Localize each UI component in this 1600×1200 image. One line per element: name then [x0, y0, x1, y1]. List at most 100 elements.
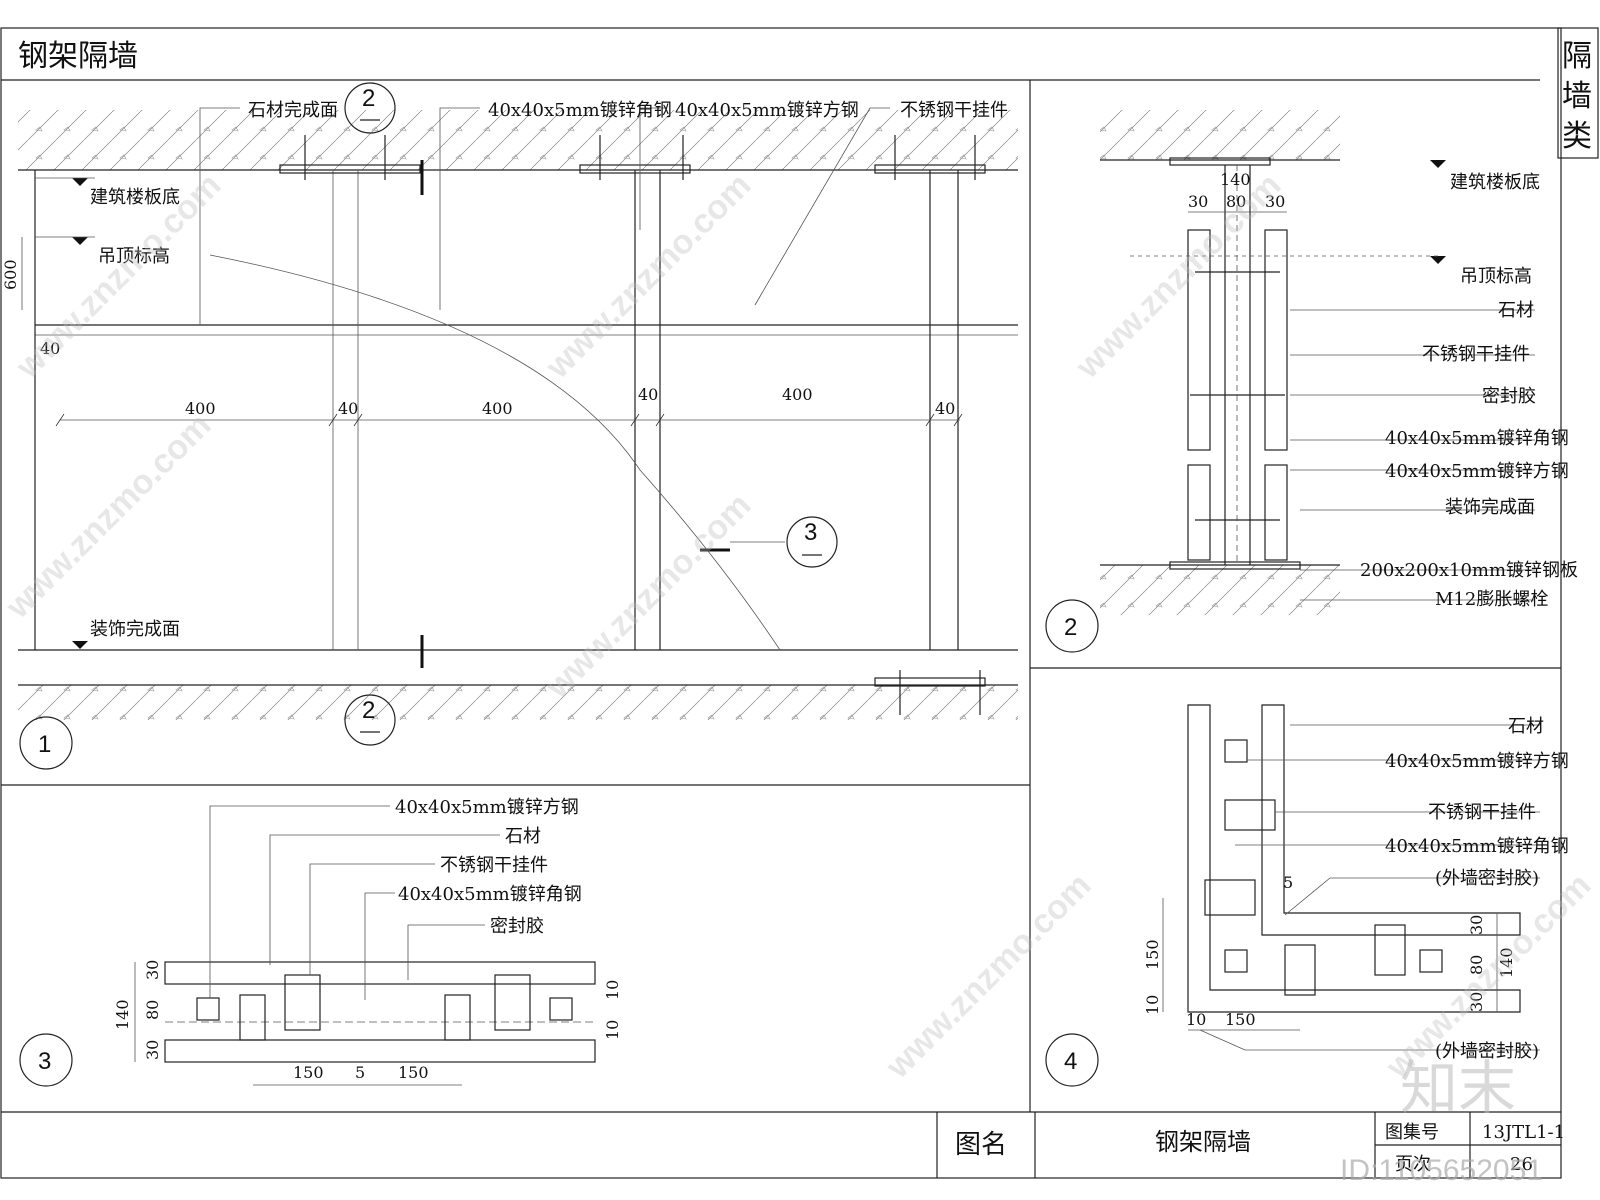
- elevation-marker-icon: [72, 178, 88, 186]
- d3-dim-150b: 150: [398, 1063, 429, 1082]
- elevation-marker-icon: [72, 237, 88, 245]
- d4-label-ss-hanger: 不锈钢干挂件: [1428, 802, 1536, 823]
- d2-label-slab-bottom: 建筑楼板底: [1450, 172, 1540, 193]
- dim-40-b: 40: [338, 399, 358, 418]
- d3-label-angle-steel: 40x40x5mm镀锌角钢: [398, 884, 582, 905]
- titleblock-page-label: 页次: [1395, 1154, 1431, 1175]
- d4-dim-30a: 30: [1467, 915, 1486, 935]
- d4-dim-30b: 30: [1467, 992, 1486, 1012]
- d3-dim-80: 80: [143, 1000, 162, 1020]
- section-marker-3: 3: [700, 516, 838, 568]
- detail-2-section: 140 30 80 30 建筑楼板底 吊顶标高 石材 不锈钢干挂件 密封胶 40…: [1045, 110, 1578, 653]
- d4-label-angle-steel: 40x40x5mm镀锌角钢: [1385, 836, 1569, 857]
- d4-dim-80: 80: [1467, 955, 1486, 975]
- d4-dim-150h: 150: [1225, 1010, 1256, 1029]
- d3-dim-30a: 30: [143, 960, 162, 980]
- detail-3-plan: 40x40x5mm镀锌方钢 石材 不锈钢干挂件 40x40x5mm镀锌角钢 密封…: [19, 797, 622, 1087]
- label-ss-hanger: 不锈钢干挂件: [900, 100, 1008, 121]
- label-square-steel: 40x40x5mm镀锌方钢: [675, 100, 859, 121]
- d2-dim-140: 140: [1220, 170, 1251, 189]
- elevation-marker-icon: [1430, 256, 1446, 264]
- detail-1-elevation: 石材完成面 40x40x5mm镀锌角钢 40x40x5mm镀锌方钢 不锈钢干挂件…: [1, 82, 1018, 770]
- svg-text:2: 2: [362, 85, 375, 112]
- category-char-2: 墙: [1562, 79, 1592, 114]
- label-angle-steel: 40x40x5mm镀锌角钢: [488, 100, 672, 121]
- d4-dim-10h: 10: [1186, 1010, 1206, 1029]
- elevation-marker-icon: [72, 641, 88, 649]
- dim-600: 600: [1, 259, 20, 290]
- label-decor-finish: 装饰完成面: [90, 619, 180, 640]
- d2-label-ss-hanger: 不锈钢干挂件: [1422, 344, 1530, 365]
- dim-400-c: 400: [782, 385, 813, 404]
- d2-dim-30a: 30: [1188, 192, 1208, 211]
- titleblock-page-value: 26: [1510, 1154, 1533, 1175]
- d3-label-square-steel: 40x40x5mm镀锌方钢: [395, 797, 579, 818]
- category-char-1: 隔: [1562, 39, 1592, 74]
- d2-label-angle-steel: 40x40x5mm镀锌角钢: [1385, 428, 1569, 449]
- d4-label-ext-sealant-1: (外墙密封胶): [1435, 868, 1539, 889]
- d3-dim-10b: 10: [603, 1020, 622, 1040]
- watermark-site: www.znzmo.com: [538, 166, 758, 386]
- d4-dim-150v: 150: [1143, 939, 1162, 970]
- section-marker-2-top: 2: [344, 82, 396, 134]
- floor-hatch: [18, 685, 1018, 720]
- dim-400-b: 400: [482, 399, 513, 418]
- d3-dim-5: 5: [355, 1063, 365, 1082]
- d3-label-stone: 石材: [505, 826, 541, 847]
- d3-dim-150a: 150: [293, 1063, 324, 1082]
- svg-text:2: 2: [1064, 614, 1077, 641]
- sheet-title: 钢架隔墙: [18, 39, 138, 74]
- elevation-marker-icon: [1430, 160, 1446, 168]
- category-tab: 隔 墙 类: [1562, 39, 1592, 154]
- d4-label-ext-sealant-2: (外墙密封胶): [1435, 1041, 1539, 1062]
- section-marker-2-bottom: 2: [344, 694, 396, 746]
- d4-dim-5: 5: [1283, 873, 1293, 892]
- titleblock-atlas-value: 13JTL1-1: [1482, 1122, 1565, 1143]
- d2-label-square-steel: 40x40x5mm镀锌方钢: [1385, 461, 1569, 482]
- title-block: 图名 钢架隔墙 图集号 13JTL1-1 页次 26: [936, 1112, 1565, 1178]
- d4-dim-10v: 10: [1143, 995, 1162, 1015]
- label-ceiling-level: 吊顶标高: [98, 246, 170, 267]
- d3-dim-10a: 10: [603, 980, 622, 1000]
- d3-dim-140: 140: [113, 999, 132, 1030]
- d2-label-ceiling-level: 吊顶标高: [1460, 266, 1532, 287]
- category-char-3: 类: [1562, 119, 1592, 154]
- watermark-id: ID:1105652051: [1340, 1154, 1543, 1187]
- d2-dim-30b: 30: [1265, 192, 1285, 211]
- svg-text:2: 2: [362, 697, 375, 724]
- d2-label-bolt: M12膨胀螺栓: [1435, 589, 1548, 610]
- watermark-site: www.znzmo.com: [0, 406, 218, 626]
- d4-label-square-steel: 40x40x5mm镀锌方钢: [1385, 751, 1569, 772]
- sheet-frame: [0, 27, 1599, 1179]
- detail-number-3: 3: [19, 1033, 73, 1087]
- watermark-site: www.znzmo.com: [1068, 166, 1288, 386]
- svg-text:3: 3: [38, 1048, 51, 1075]
- dim-40-c: 40: [638, 385, 658, 404]
- titleblock-atlas-label: 图集号: [1385, 1122, 1439, 1143]
- watermark-site: www.znzmo.com: [538, 486, 758, 706]
- detail-4-corner: 石材 40x40x5mm镀锌方钢 不锈钢干挂件 40x40x5mm镀锌角钢 (外…: [1045, 704, 1569, 1087]
- d3-label-sealant: 密封胶: [490, 916, 544, 937]
- d2-label-sealant: 密封胶: [1482, 386, 1536, 407]
- svg-text:1: 1: [38, 731, 51, 758]
- d3-dim-30b: 30: [143, 1040, 162, 1060]
- d2-dim-80: 80: [1226, 192, 1246, 211]
- d2-label-stone: 石材: [1498, 300, 1534, 321]
- detail-number-4: 4: [1045, 1033, 1099, 1087]
- detail-number-2: 2: [1045, 599, 1099, 653]
- vertical-studs: [34, 170, 959, 650]
- dim-40-d: 40: [935, 399, 955, 418]
- d2-label-plate: 200x200x10mm镀锌钢板: [1360, 560, 1578, 581]
- break-curve: [209, 254, 781, 651]
- titleblock-name-value: 钢架隔墙: [1155, 1128, 1251, 1156]
- d3-label-ss-hanger: 不锈钢干挂件: [440, 855, 548, 876]
- dim-400-a: 400: [185, 399, 216, 418]
- dim-40-left: 40: [40, 339, 60, 358]
- d2-label-decor-finish: 装饰完成面: [1445, 497, 1535, 518]
- anchor-plates-top: [279, 135, 986, 180]
- d4-label-stone: 石材: [1508, 716, 1544, 737]
- anchor-plates-bottom: [874, 670, 986, 715]
- d4-dim-140: 140: [1497, 947, 1516, 978]
- label-stone-finish: 石材完成面: [248, 100, 338, 121]
